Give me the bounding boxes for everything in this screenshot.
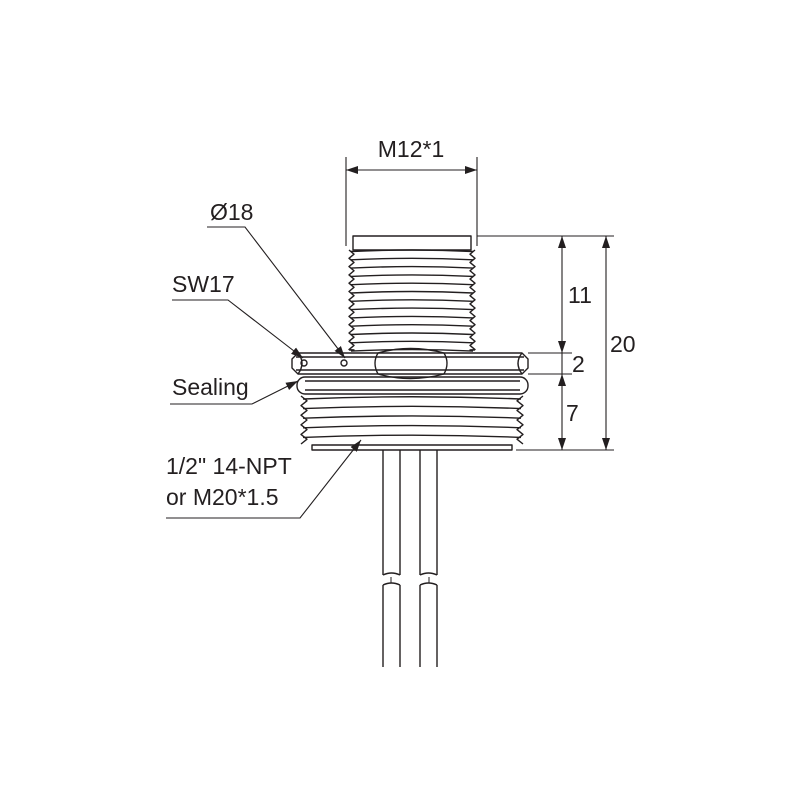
dimension-lines (345, 157, 614, 451)
bottom-thread (300, 395, 524, 451)
label-thread-top: M12*1 (378, 136, 444, 162)
hole-marker-left (300, 359, 308, 367)
bottom-thread-base (311, 444, 513, 451)
leader-thread-bottom (166, 439, 362, 519)
label-wrench-size: SW17 (172, 271, 235, 297)
bottom-thread-teeth (300, 395, 524, 445)
top-thread-teeth (348, 249, 476, 352)
top-thread-cap (352, 235, 472, 251)
dim-label-bottom-thread-length: 7 (566, 400, 579, 426)
leader-sealing (170, 380, 299, 405)
cable-wires (382, 450, 438, 667)
sealing-ring (296, 376, 529, 395)
dim-label-nut-height: 2 (572, 351, 585, 377)
dim-label-total-height: 20 (610, 331, 636, 357)
dim-label-top-thread-length: 11 (568, 282, 592, 308)
label-thread-bottom-line2: or M20*1.5 (166, 484, 279, 510)
leader-diameter (207, 226, 346, 359)
hex-nut (291, 347, 529, 380)
hole-marker-right (340, 359, 348, 367)
label-sealing: Sealing (172, 374, 249, 400)
label-diameter: Ø18 (210, 199, 253, 225)
label-thread-bottom-line1: 1/2" 14-NPT (166, 453, 292, 479)
leader-lines (166, 226, 362, 519)
leader-wrench-size (172, 299, 304, 359)
top-thread (348, 235, 476, 352)
